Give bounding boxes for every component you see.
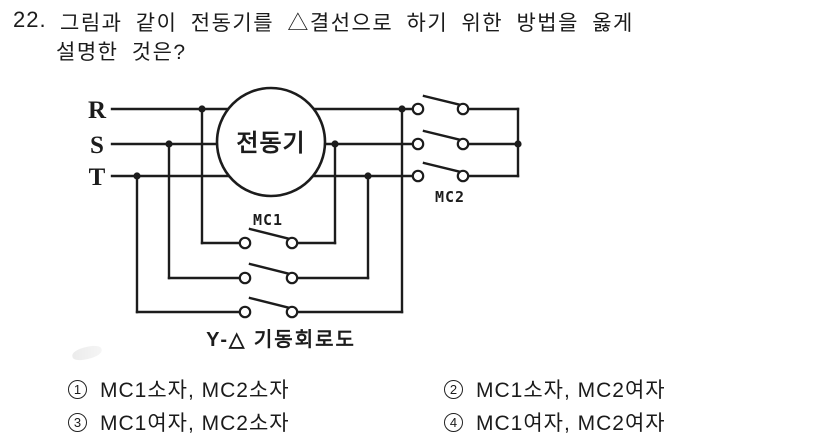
choice-4: 4 MC1여자, MC2여자	[444, 407, 666, 437]
question-number: 22.	[13, 7, 47, 32]
choice-2: 2 MC1소자, MC2여자	[444, 374, 666, 404]
choice-1-marker: 1	[68, 379, 87, 399]
contact-circles	[238, 102, 470, 319]
mc2-row1-blade	[422, 94, 463, 107]
phase-label-s: S	[90, 132, 104, 159]
choice-4-marker: 4	[444, 412, 463, 432]
mc1-row2-blade	[248, 262, 292, 276]
junction-dots	[133, 105, 522, 180]
phase-label-t: T	[89, 164, 106, 191]
mc1-label: MC1	[253, 211, 283, 229]
figure-caption: Y-△ 기동회로도	[206, 328, 356, 351]
mc2-row2-blade	[422, 129, 463, 142]
choice-2-marker: 2	[444, 379, 463, 399]
choice-2-label: MC1소자, MC2여자	[476, 379, 666, 402]
choice-1: 1 MC1소자, MC2소자	[68, 374, 290, 404]
choice-4-label: MC1여자, MC2여자	[476, 412, 666, 435]
choice-3: 3 MC1여자, MC2소자	[68, 407, 290, 437]
choice-3-marker: 3	[68, 412, 87, 432]
choice-1-label: MC1소자, MC2소자	[100, 379, 290, 402]
motor-label: 전동기	[236, 130, 305, 157]
mc2-label: MC2	[435, 188, 465, 206]
motor-circle	[215, 86, 327, 198]
mc1-row1-blade	[248, 227, 292, 241]
mc2-row3-blade	[422, 161, 463, 174]
question-text-line1: 그림과 같이 전동기를 △결선으로 하기 위한 방법을 옳게	[60, 12, 634, 35]
phase-label-r: R	[88, 97, 107, 124]
choice-3-label: MC1여자, MC2소자	[100, 412, 290, 435]
mc1-row3-blade	[248, 296, 292, 310]
circuit-diagram: R S T 전동기 MC1 MC2 Y-△ 기동회로도	[55, 80, 545, 365]
question-text-line2: 설명한 것은?	[56, 41, 187, 64]
